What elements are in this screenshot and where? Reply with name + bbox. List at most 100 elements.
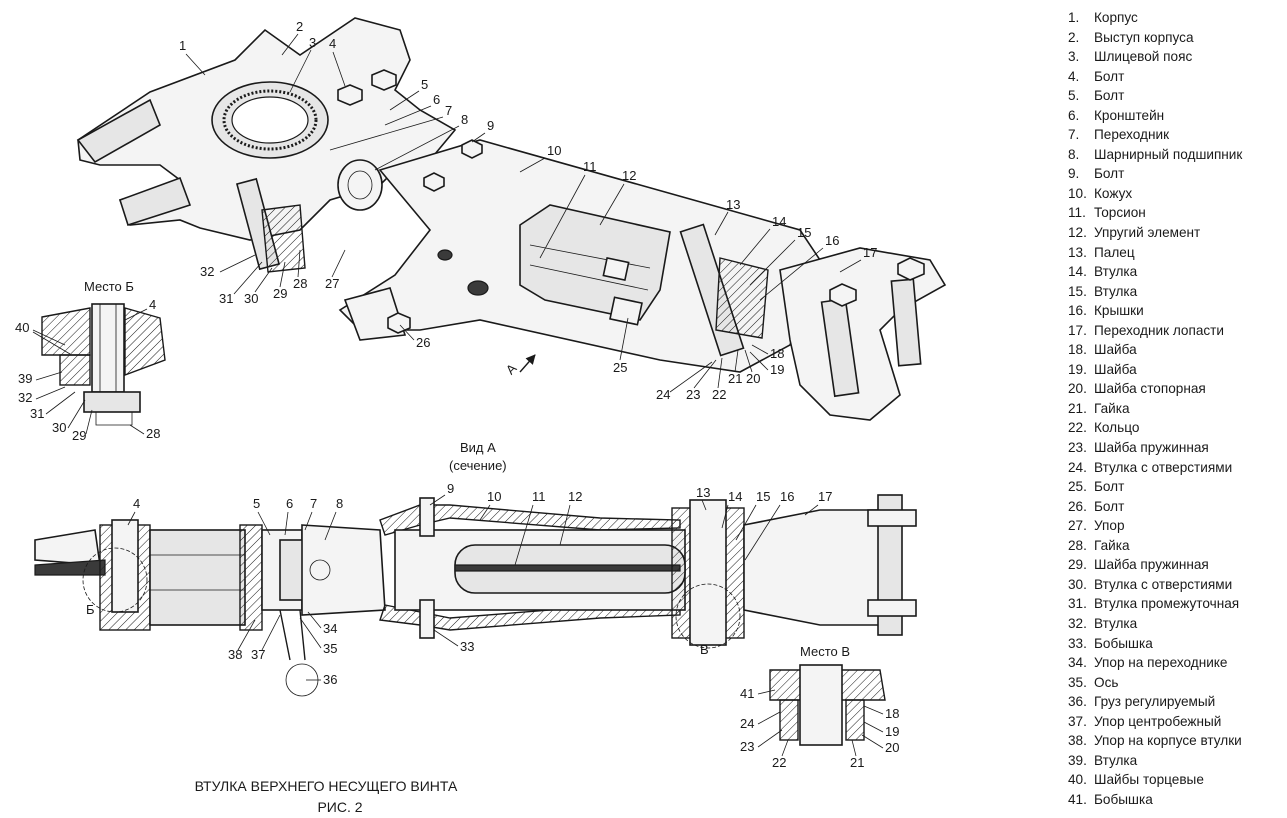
legend-item: 23.Шайба пружинная — [1068, 438, 1280, 458]
isometric-view: А 1 2 3 4 5 6 7 8 9 10 11 12 — [76, 17, 947, 421]
legend-item-text: Крышки — [1094, 303, 1144, 319]
legend-item-number: 17. — [1068, 322, 1087, 338]
legend-item: 38.Упор на корпусе втулки — [1068, 731, 1280, 751]
callout-label: 27 — [325, 276, 339, 291]
legend-item: 36.Груз регулируемый — [1068, 692, 1280, 712]
callout-label: 32 — [200, 264, 214, 279]
view-a-subtitle: (сечение) — [449, 458, 507, 473]
legend-item-number: 37. — [1068, 713, 1087, 729]
legend-item: 4.Болт — [1068, 67, 1280, 87]
legend-item: 9.Болт — [1068, 164, 1280, 184]
callout-label: 28 — [293, 276, 307, 291]
legend-item-text: Упор центробежный — [1094, 713, 1222, 729]
legend-item: 21. Гайка — [1068, 399, 1280, 419]
legend-item-number: 18. — [1068, 342, 1087, 358]
view-a-arrow-label: А — [503, 360, 520, 377]
torsion-bar — [454, 564, 681, 572]
callout-label: 7 — [310, 496, 317, 511]
legend-item: 12.Упругий элемент — [1068, 223, 1280, 243]
legend-item-number: 11. — [1068, 205, 1086, 221]
callout-label: 37 — [251, 647, 265, 662]
view-a-title: Вид А — [460, 440, 496, 455]
callout-label: 17 — [818, 489, 832, 504]
legend-item-number: 31. — [1068, 596, 1087, 612]
callout-label: 8 — [461, 112, 468, 127]
callout-label: 21 — [728, 371, 742, 386]
legend-item: 14.Втулка — [1068, 262, 1280, 282]
detail-b-mark: Б — [86, 602, 95, 617]
callout-label: 9 — [447, 481, 454, 496]
legend-item-text: Торсион — [1094, 205, 1146, 221]
callout-label: 29 — [273, 286, 287, 301]
legend-item: 34.Упор на переходнике — [1068, 653, 1280, 673]
callout-label: 15 — [756, 489, 770, 504]
callout-label: 20 — [746, 371, 760, 386]
callout-label: 1 — [179, 38, 186, 53]
callout-label: 6 — [286, 496, 293, 511]
callout-label: 39 — [18, 371, 32, 386]
callout-label: 12 — [568, 489, 582, 504]
legend-item: 30.Втулка с отверстиями — [1068, 575, 1280, 595]
legend-item-text: Шайба — [1094, 361, 1137, 377]
legend-item: 5.Болт — [1068, 86, 1280, 106]
legend-item-text: Переходник лопасти — [1094, 322, 1224, 338]
legend-item-number: 12. — [1068, 225, 1087, 241]
callout-label: 4 — [133, 496, 140, 511]
callout-label: 10 — [547, 143, 561, 158]
callout-label: 24 — [740, 716, 754, 731]
legend-item: 6.Кронштейн — [1068, 106, 1280, 126]
callout-label: 16 — [780, 489, 794, 504]
callout-label: 5 — [421, 77, 428, 92]
legend-item-text: Кольцо — [1094, 420, 1140, 436]
callout-label: 15 — [797, 225, 811, 240]
figure-title: ВТУЛКА ВЕРХНЕГО НЕСУЩЕГО ВИНТА — [195, 778, 458, 794]
legend-item-number: 34. — [1068, 655, 1087, 671]
legend-item-text: Шайба — [1094, 342, 1137, 358]
legend-item-number: 1. — [1068, 10, 1080, 25]
legend-item: 16.Крышки — [1068, 301, 1280, 321]
callout-label: 5 — [253, 496, 260, 511]
legend-item-text: Болт — [1094, 498, 1125, 514]
legend-item-text: Гайка — [1094, 537, 1130, 553]
legend-item-text: Втулка — [1094, 752, 1138, 768]
callout-label: 14 — [772, 214, 786, 229]
legend-item-number: 26. — [1068, 498, 1087, 514]
legend-item: 31. Втулка промежуточная — [1068, 594, 1280, 614]
legend-item: 13.Палец — [1068, 243, 1280, 263]
legend-item-text: Гайка — [1094, 400, 1130, 416]
detail-v-mark: В — [700, 642, 709, 657]
bushing-section — [715, 257, 769, 339]
callout-label: 33 — [460, 639, 474, 654]
callout-label: 9 — [487, 118, 494, 133]
legend-item-number: 23. — [1068, 440, 1087, 456]
callout-label: 11 — [583, 159, 597, 174]
callout-label: 3 — [309, 35, 316, 50]
legend-item: 20.Шайба стопорная — [1068, 379, 1280, 399]
legend-item-number: 19. — [1068, 361, 1087, 377]
legend-item-number: 39. — [1068, 752, 1087, 768]
view-a-arrow — [519, 354, 536, 373]
legend-item: 3.Шлицевой пояс — [1068, 47, 1280, 67]
legend-item-text: Шарнирный подшипник — [1094, 146, 1243, 162]
legend-item-number: 28. — [1068, 537, 1087, 553]
legend-item-number: 4. — [1068, 68, 1080, 84]
legend-item-text: Втулка промежуточная — [1094, 596, 1240, 612]
legend-item-number: 5. — [1068, 88, 1080, 104]
legend-item-number: 21. — [1068, 400, 1087, 416]
spherical-bearing — [337, 159, 383, 211]
callout-label: 34 — [323, 621, 337, 636]
callout-label: 41 — [740, 686, 754, 701]
callout-label: 14 — [728, 489, 742, 504]
legend-item: 11. Торсион — [1068, 203, 1280, 223]
hub-claw-upper — [76, 98, 162, 164]
legend-item-number: 22. — [1068, 420, 1087, 436]
callout-label: 26 — [416, 335, 430, 350]
legend-item: 37. Упор центробежный — [1068, 712, 1280, 732]
legend-item-number: 10. — [1068, 185, 1087, 201]
legend-item-number: 24. — [1068, 459, 1087, 475]
legend-item-text: Упор — [1094, 518, 1125, 534]
legend-item: 7.Переходник — [1068, 125, 1280, 145]
legend-item: 41.Бобышка — [1068, 790, 1280, 810]
legend-item-number: 40. — [1068, 772, 1087, 788]
callout-label: 13 — [726, 197, 740, 212]
